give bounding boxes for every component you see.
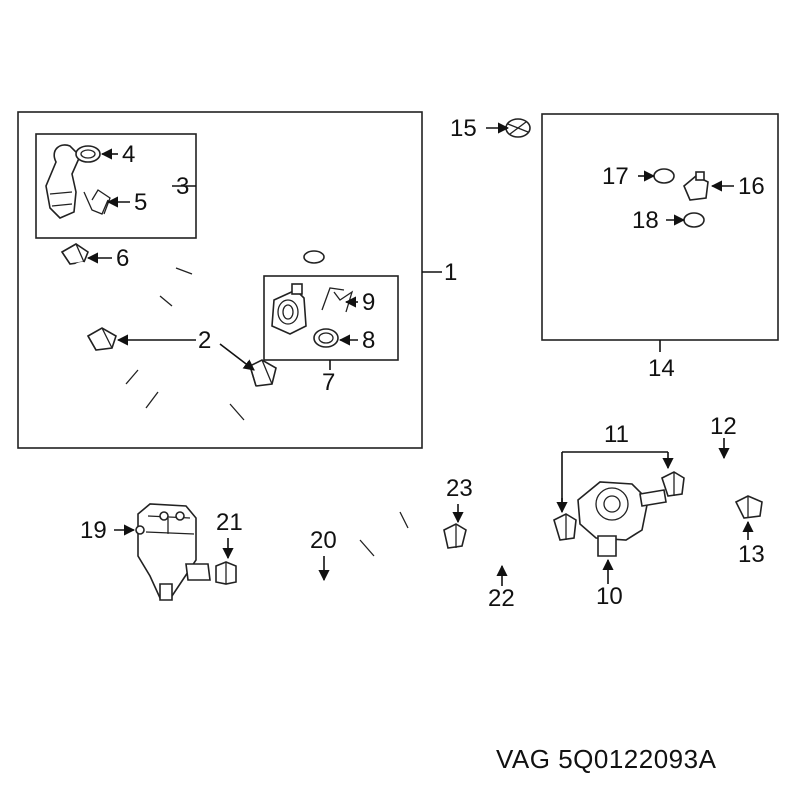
- coolant-hose-20: [247, 507, 433, 599]
- callout-5: 5: [134, 189, 147, 216]
- callout-11: 11: [604, 421, 629, 448]
- coolant-hose-upper: [70, 242, 222, 322]
- bypass-pipe: [209, 117, 329, 264]
- hose-clamp-11b: [661, 471, 685, 497]
- callout-21: 21: [216, 509, 243, 536]
- callout-14: 14: [648, 355, 675, 382]
- o-ring-8: [313, 328, 339, 348]
- vent-pipe: [556, 130, 656, 172]
- hose-clamp-18: [683, 212, 705, 228]
- callout-18: 18: [632, 207, 659, 234]
- o-ring-4: [75, 145, 101, 163]
- retaining-clip-5: [83, 189, 111, 215]
- callout-13: 13: [738, 541, 765, 568]
- hose-clamp-17: [653, 168, 675, 184]
- callout-2: 2: [198, 327, 211, 354]
- hose-clamp-23: [443, 523, 467, 549]
- subgroup-box-7: [263, 275, 399, 361]
- callout-3: 3: [176, 173, 189, 200]
- group-box-1: [17, 111, 423, 449]
- part-number-footer: VAG 5Q0122093A: [496, 744, 717, 774]
- hose-clamp-15: [505, 118, 531, 138]
- callout-12: 12: [710, 413, 737, 440]
- callout-17: 17: [602, 163, 629, 190]
- coolant-hose-12: [685, 457, 757, 489]
- callout-23: 23: [446, 475, 473, 502]
- callout-9: 9: [362, 289, 375, 316]
- callout-15: 15: [450, 115, 477, 142]
- hose-clamp-2a: [86, 327, 117, 351]
- hose-clamp-6: [60, 243, 89, 265]
- hose-clamp-13: [734, 495, 763, 519]
- coolant-hose-14: [635, 231, 705, 323]
- retaining-clip-9: [321, 287, 354, 313]
- hose-clamp-21: [215, 561, 237, 585]
- callout-16: 16: [738, 173, 765, 200]
- hose-clamp-11a: [553, 513, 577, 541]
- connector-16: [683, 171, 709, 201]
- elbow-connector-3: [45, 144, 81, 219]
- leader-lines: [86, 122, 754, 586]
- callout-1: 1: [444, 259, 457, 286]
- water-pump-10: [577, 481, 667, 557]
- callout-19: 19: [80, 517, 107, 544]
- hose-clamp-2b: [249, 359, 277, 387]
- coolant-hose-lower: [110, 352, 264, 438]
- callout-6: 6: [116, 245, 129, 272]
- callout-20: 20: [310, 527, 337, 554]
- callout-10: 10: [596, 583, 623, 610]
- coolant-hose-22: [472, 528, 550, 564]
- callout-7: 7: [322, 369, 335, 396]
- callout-22: 22: [488, 585, 515, 612]
- callout-4: 4: [122, 141, 135, 168]
- pipe-connector-7: [271, 283, 307, 335]
- coolant-pump-19: [135, 503, 211, 601]
- callout-8: 8: [362, 327, 375, 354]
